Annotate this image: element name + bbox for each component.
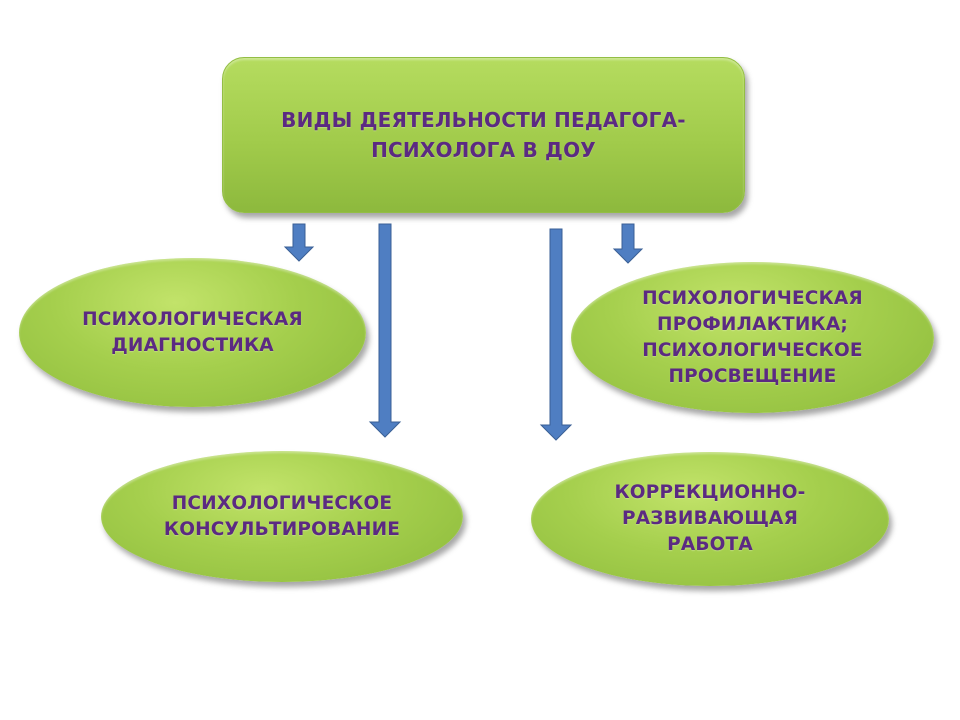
arrow-to-consulting: [368, 223, 402, 438]
node-diagnostics-line-2: ДИАГНОСТИКА: [111, 334, 274, 356]
node-diagnostics-line-1: ПСИХОЛОГИЧЕСКАЯ: [82, 308, 303, 330]
arrow-to-correction: [539, 228, 573, 441]
title-box: ВИДЫ ДЕЯТЕЛЬНОСТИ ПЕДАГОГА- ПСИХОЛОГА В …: [222, 57, 745, 213]
node-correction-line-3: РАБОТА: [667, 534, 753, 555]
title-line-2: ПСИХОЛОГА В ДОУ: [371, 138, 596, 162]
node-consulting: ПСИХОЛОГИЧЕСКОЕ КОНСУЛЬТИРОВАНИЕ: [101, 451, 463, 582]
node-correction-line-1: КОРРЕКЦИОННО-: [614, 482, 806, 503]
node-prophylaxis-line-2: ПРОФИЛАКТИКА;: [657, 313, 848, 335]
title-line-1: ВИДЫ ДЕЯТЕЛЬНОСТИ ПЕДАГОГА-: [281, 108, 686, 132]
arrow-to-diagnostics: [283, 223, 315, 262]
node-consulting-line-2: КОНСУЛЬТИРОВАНИЕ: [163, 518, 401, 540]
node-prophylaxis-line-4: ПРОСВЕЩЕНИЕ: [668, 365, 837, 387]
node-correction: КОРРЕКЦИОННО- РАЗВИВАЮЩАЯ РАБОТА: [531, 452, 889, 586]
node-consulting-line-1: ПСИХОЛОГИЧЕСКОЕ: [171, 492, 393, 514]
node-prophylaxis-line-1: ПСИХОЛОГИЧЕСКАЯ: [642, 287, 863, 309]
node-prophylaxis-line-3: ПСИХОЛОГИЧЕСКОЕ: [642, 339, 863, 361]
node-diagnostics: ПСИХОЛОГИЧЕСКАЯ ДИАГНОСТИКА: [19, 258, 366, 407]
node-prophylaxis: ПСИХОЛОГИЧЕСКАЯ ПРОФИЛАКТИКА; ПСИХОЛОГИЧ…: [571, 262, 934, 413]
node-correction-line-2: РАЗВИВАЮЩАЯ: [621, 508, 799, 529]
arrow-to-prophylaxis: [612, 223, 644, 264]
